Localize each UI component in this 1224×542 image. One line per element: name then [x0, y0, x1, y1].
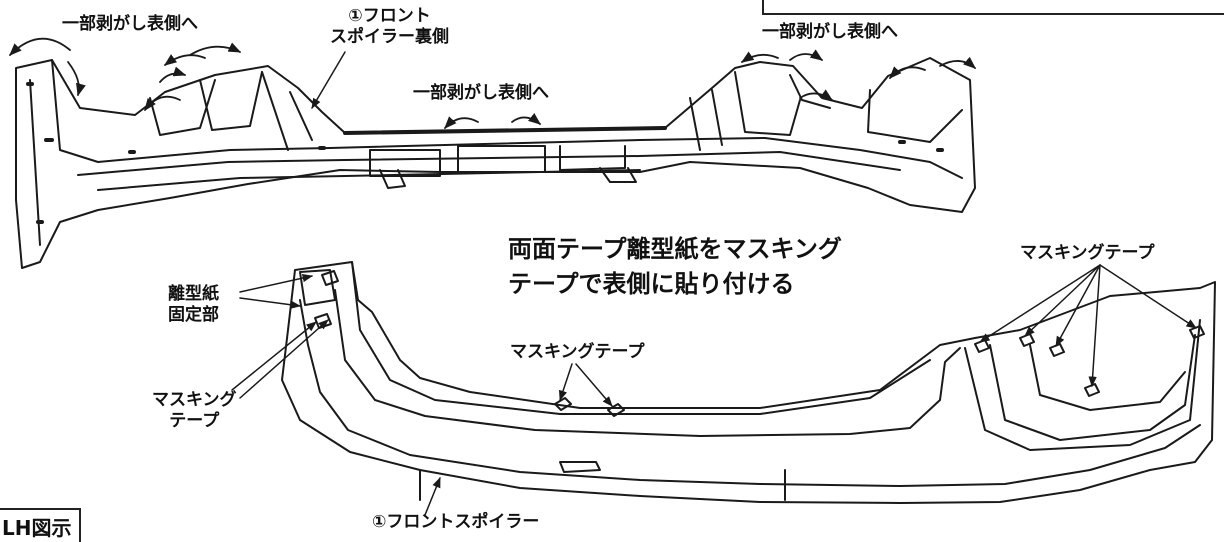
instruction-line2: テープで表側に貼り付ける: [508, 269, 795, 298]
instruction-line1: 両面テープ離型紙をマスキング: [508, 235, 842, 263]
label-masking-left: マスキング テープ: [152, 390, 237, 433]
label-masking-left-line1: マスキング: [152, 390, 237, 410]
label-release-paper-line2: 固定部: [168, 305, 219, 326]
label-partial-peel-right: 一部剥がし表側へ: [762, 22, 898, 42]
label-spoiler-back-line1: ①フロント: [348, 6, 431, 26]
label-release-paper-line1: 離型紙: [168, 284, 219, 304]
label-masking-left-line2: テープ: [169, 411, 220, 432]
spoiler-back-view: [15, 57, 976, 269]
label-spoiler-back-line2: スポイラー裏側: [330, 27, 449, 48]
instruction-text: 両面テープ離型紙をマスキング テープで表側に貼り付ける: [508, 232, 842, 302]
label-masking-tape-center: マスキングテープ: [510, 342, 645, 362]
reference-box: [762, 0, 1224, 15]
leader-arrow-icon: [231, 264, 1197, 516]
label-spoiler-back: ①フロント スポイラー裏側: [330, 6, 449, 49]
leader-arrow-icon: [311, 51, 346, 109]
label-partial-peel-left: 一部剥がし表側へ: [62, 14, 198, 34]
label-masking-tape-right: マスキングテープ: [1020, 243, 1155, 263]
peel-arrow-icon: [9, 37, 976, 129]
label-partial-peel-center: 一部剥がし表側へ: [413, 83, 549, 103]
lh-view-badge: LH図示: [0, 508, 82, 542]
label-release-paper: 離型紙 固定部: [168, 284, 219, 327]
label-front-spoiler: ①フロントスポイラー: [372, 512, 540, 532]
spoiler-front-view: [281, 261, 1216, 504]
